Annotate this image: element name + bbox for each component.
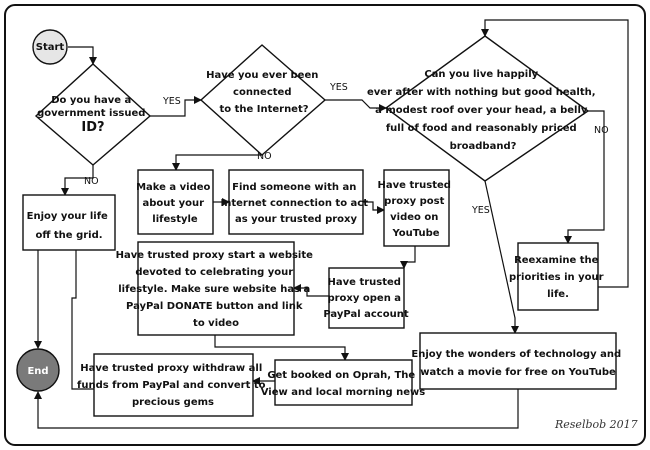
box-enjoy-off-grid-text: Enjoy your life off the grid.: [27, 211, 112, 241]
box-find-proxy: Find someone with an Internet connection…: [221, 169, 372, 235]
decision-government-id: Do you have a government issued ID?: [34, 63, 152, 166]
box-proxy-post-video-text: Have trusted proxy post video on YouTube: [378, 180, 455, 239]
decision-internet: Have you ever been connected to the Inte…: [199, 44, 327, 156]
edge-id-yes-to-internet: [150, 96, 202, 117]
end-node: End: [16, 348, 60, 392]
edge-proxy-paypal-to-proxy-website: [293, 284, 329, 297]
start-node: Start: [32, 29, 68, 65]
box-proxy-paypal-text: Have trusted proxy open a PayPal account: [323, 277, 408, 320]
box-proxy-post-video: Have trusted proxy post video on YouTube: [378, 169, 455, 247]
edge-label-internet-no: NO: [257, 151, 272, 162]
edge-label-id-yes: YES: [162, 96, 181, 107]
edge-happy-top-loop: [481, 19, 629, 288]
box-withdraw-funds: Have trusted proxy withdraw all funds fr…: [77, 353, 269, 417]
box-find-proxy-text: Find someone with an Internet connection…: [221, 182, 372, 225]
decision-live-happily-text: Can you live happily ever after with not…: [367, 69, 599, 152]
box-reexamine-priorities: Reexamine the priorities in your life.: [509, 242, 607, 311]
box-proxy-website: Have trusted proxy start a website devot…: [116, 241, 317, 336]
edges: [34, 19, 629, 429]
edge-happy-yes-to-enjoy-tech: [484, 180, 519, 334]
edge-label-happy-no: NO: [594, 125, 609, 136]
edge-enjoy-tech-to-end: [34, 389, 519, 429]
box-enjoy-technology: Enjoy the wonders of technology and watc…: [411, 332, 624, 390]
box-withdraw-funds-text: Have trusted proxy withdraw all funds fr…: [77, 363, 269, 408]
edge-start-to-id: [68, 46, 97, 65]
edge-label-happy-yes: YES: [471, 205, 490, 216]
decision-government-id-text: Do you have a government issued ID?: [37, 95, 149, 135]
edge-proxy-post-to-proxy-paypal: [400, 246, 416, 269]
edge-internet-no-to-make-video: [172, 154, 262, 171]
decision-internet-text: Have you ever been connected to the Inte…: [206, 70, 322, 115]
box-make-video-text: Make a video about your lifestyle: [136, 182, 214, 225]
edge-find-proxy-to-proxy-post: [363, 201, 385, 214]
box-proxy-paypal: Have trusted proxy open a PayPal account: [323, 267, 409, 329]
box-proxy-website-text: Have trusted proxy start a website devot…: [116, 250, 317, 329]
edge-id-no-to-offgrid: [61, 165, 94, 196]
decision-live-happily: Can you live happily ever after with not…: [367, 35, 599, 182]
box-enjoy-off-grid: Enjoy your life off the grid.: [22, 194, 116, 251]
box-get-booked-oprah: Get booked on Oprah, The View and local …: [261, 359, 426, 406]
edge-internet-yes-to-happy: [325, 99, 387, 112]
end-label: End: [27, 366, 48, 377]
box-reexamine-priorities-text: Reexamine the priorities in your life.: [509, 255, 607, 300]
box-make-video: Make a video about your lifestyle: [136, 169, 214, 235]
start-label: Start: [36, 42, 65, 53]
outer-frame: [4, 4, 646, 446]
signature: Reselbob 2017: [554, 418, 638, 431]
edge-happy-no-to-reexamine: [564, 110, 605, 244]
box-get-booked-oprah-text: Get booked on Oprah, The View and local …: [261, 370, 426, 398]
edge-label-internet-yes: YES: [329, 82, 348, 93]
box-enjoy-technology-text: Enjoy the wonders of technology and watc…: [411, 349, 624, 378]
edge-label-id-no: NO: [84, 176, 99, 187]
edge-proxy-website-to-oprah: [214, 335, 349, 361]
